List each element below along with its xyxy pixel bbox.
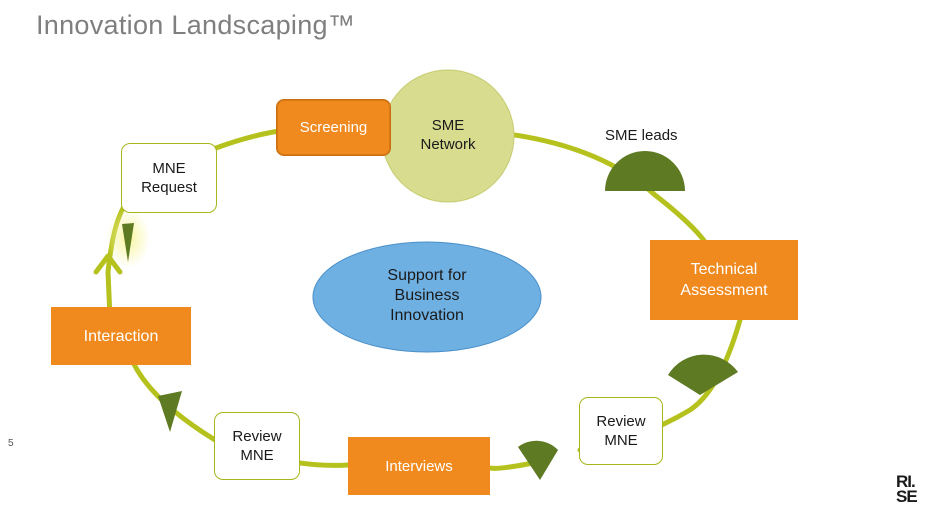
technical-assessment-line-1: Technical bbox=[690, 261, 758, 278]
interviews-box: Interviews bbox=[348, 437, 490, 495]
cycle-arrow bbox=[93, 253, 123, 275]
review-mne-left-line-2: MNE bbox=[240, 447, 274, 464]
center-label: Support for Business Innovation bbox=[357, 266, 497, 326]
sme-leads-label: SME leads bbox=[605, 127, 678, 144]
center-ellipse bbox=[312, 241, 542, 353]
technical-marker bbox=[668, 354, 738, 395]
mne-request-box: MNE Request bbox=[121, 143, 217, 213]
sme-network-label: SME Network bbox=[408, 116, 488, 154]
interaction-box: Interaction bbox=[51, 307, 191, 365]
interaction-marker bbox=[158, 391, 182, 432]
screening-label: Screening bbox=[299, 119, 368, 136]
interviews-label: Interviews bbox=[385, 457, 453, 475]
center-line-1: Support for bbox=[387, 267, 467, 284]
logo-line-2: SE bbox=[896, 487, 918, 506]
sme-network-line-1: SME bbox=[431, 117, 465, 134]
sme-leads-marker bbox=[605, 151, 685, 191]
review-mne-right-box: Review MNE bbox=[579, 397, 663, 465]
slide-title: Innovation Landscaping™ bbox=[36, 10, 356, 40]
page-number: 5 bbox=[8, 438, 14, 449]
mne-request-marker bbox=[122, 223, 134, 262]
review-mne-left-line-1: Review bbox=[232, 428, 282, 445]
logo-line-1: RI. bbox=[896, 472, 916, 491]
screening-box: Screening bbox=[276, 99, 391, 156]
review-right-marker bbox=[518, 440, 558, 480]
review-mne-right-line-1: Review bbox=[596, 413, 646, 430]
center-line-3: Innovation bbox=[390, 307, 464, 324]
technical-assessment-line-2: Assessment bbox=[680, 282, 768, 299]
technical-assessment-box: Technical Assessment bbox=[650, 240, 798, 320]
review-mne-right-line-2: MNE bbox=[604, 432, 638, 449]
mne-request-line-2: Request bbox=[141, 179, 197, 196]
sme-network-line-2: Network bbox=[420, 136, 476, 153]
review-mne-left-box: Review MNE bbox=[214, 412, 300, 480]
interaction-label: Interaction bbox=[83, 327, 159, 345]
mne-request-line-1: MNE bbox=[152, 160, 186, 177]
center-line-2: Business bbox=[394, 287, 460, 304]
rise-logo: RI. SE bbox=[896, 472, 918, 506]
